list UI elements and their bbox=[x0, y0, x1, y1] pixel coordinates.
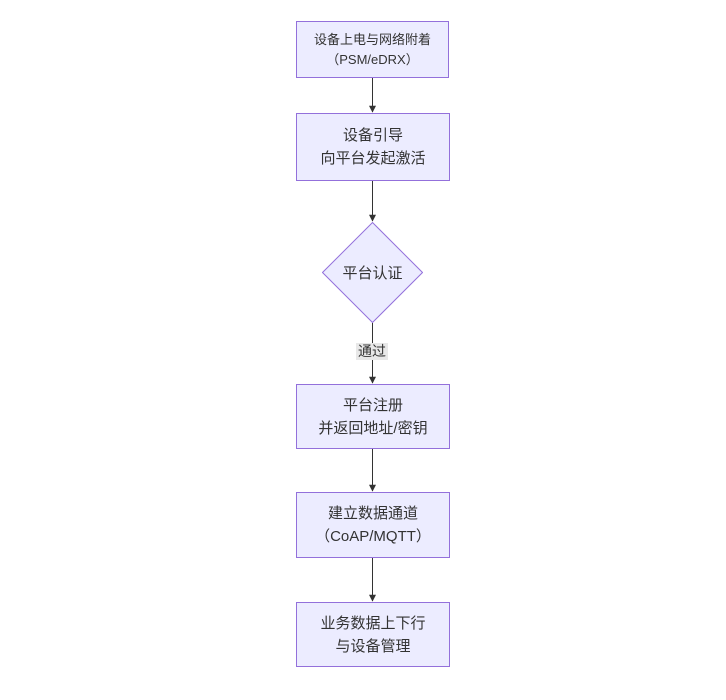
node-label: 平台认证 bbox=[342, 265, 403, 282]
node-label-line: 平台注册 bbox=[342, 396, 403, 414]
node-label-line: 与设备管理 bbox=[335, 637, 411, 655]
node-channel: 建立数据通道 （CoAP/MQTT） bbox=[296, 492, 450, 558]
node-label-line: （CoAP/MQTT） bbox=[315, 528, 431, 545]
node-label-line: 设备引导 bbox=[342, 127, 403, 144]
node-business: 业务数据上下行 与设备管理 bbox=[296, 602, 450, 667]
node-power-attach: 设备上电与网络附着 （PSM/eDRX） bbox=[296, 21, 449, 78]
diamond-shape bbox=[322, 222, 423, 323]
node-register: 平台注册 并返回地址/密钥 bbox=[296, 384, 450, 449]
node-label-line: （PSM/eDRX） bbox=[326, 51, 419, 67]
node-auth: 平台认证 bbox=[322, 222, 423, 323]
node-label-line: 向平台发起激活 bbox=[320, 150, 426, 167]
node-label-line: 业务数据上下行 bbox=[320, 614, 426, 632]
node-label-line: 设备上电与网络附着 bbox=[313, 31, 431, 47]
node-label-line: 并返回地址/密钥 bbox=[318, 419, 428, 437]
node-label-line: 建立数据通道 bbox=[327, 505, 418, 522]
edge-label-pass: 通过 bbox=[356, 343, 388, 360]
node-bootstrap: 设备引导 向平台发起激活 bbox=[296, 113, 450, 181]
